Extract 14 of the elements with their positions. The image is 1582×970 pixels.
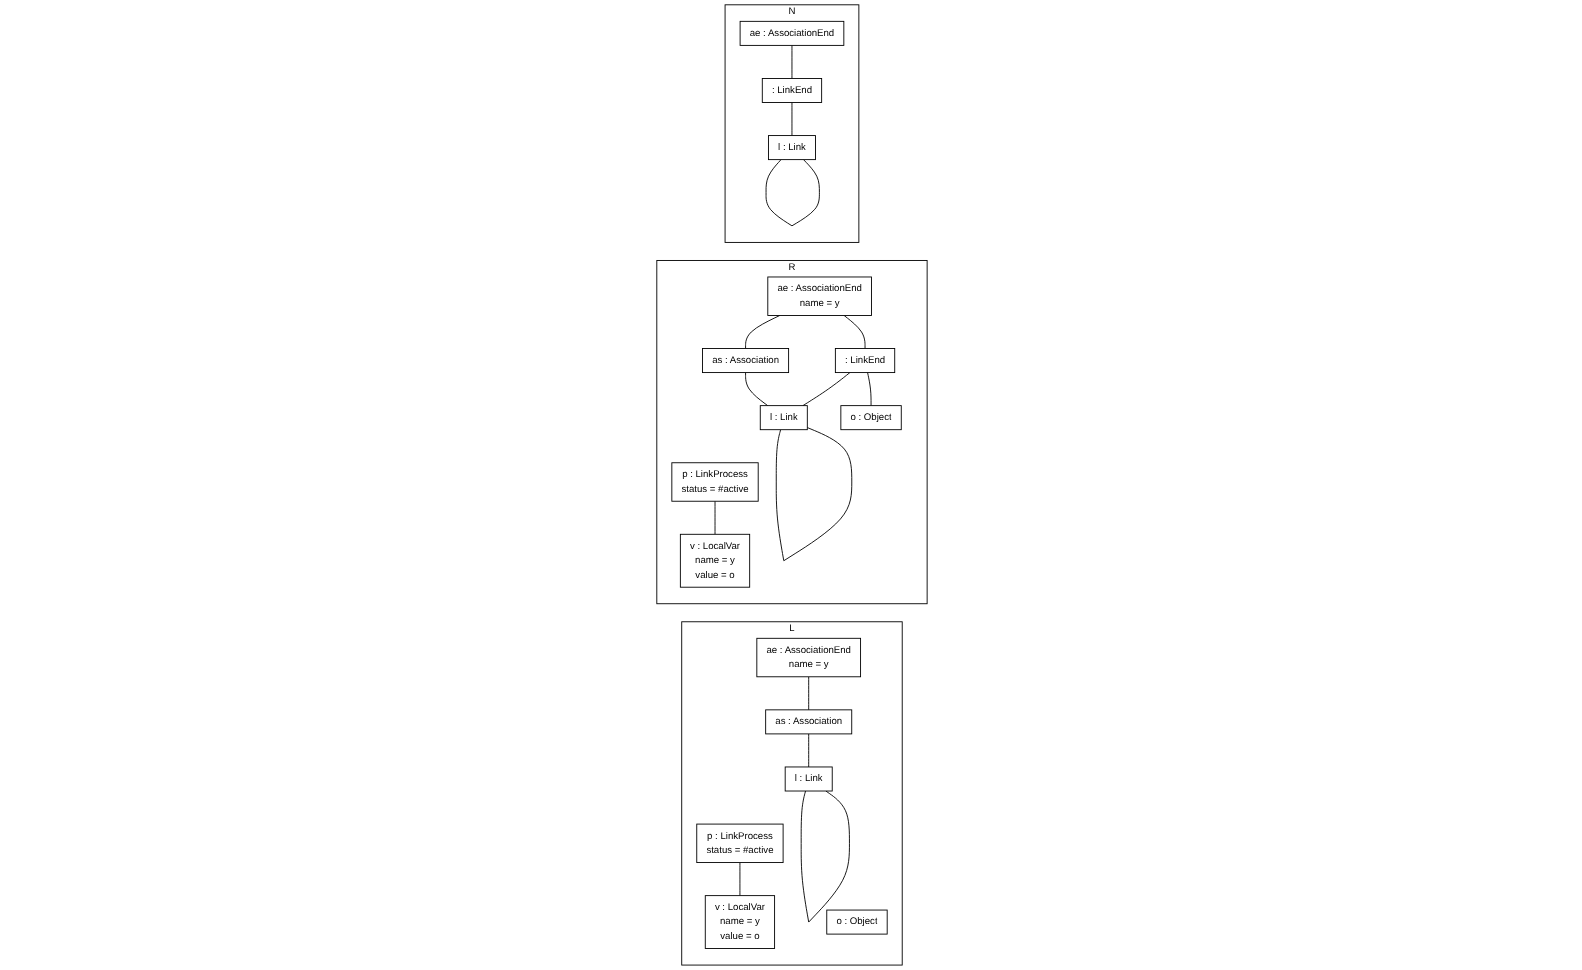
connector	[744, 315, 780, 350]
connector	[744, 372, 768, 407]
connector	[807, 733, 809, 768]
connector	[807, 676, 809, 711]
connector	[713, 500, 715, 535]
connector	[866, 372, 871, 407]
connector	[774, 427, 852, 562]
connector	[801, 372, 850, 407]
connector	[790, 102, 792, 137]
connector	[764, 159, 819, 227]
connector	[790, 45, 792, 79]
connector	[799, 790, 849, 923]
connector	[842, 315, 865, 350]
connector	[738, 862, 740, 897]
